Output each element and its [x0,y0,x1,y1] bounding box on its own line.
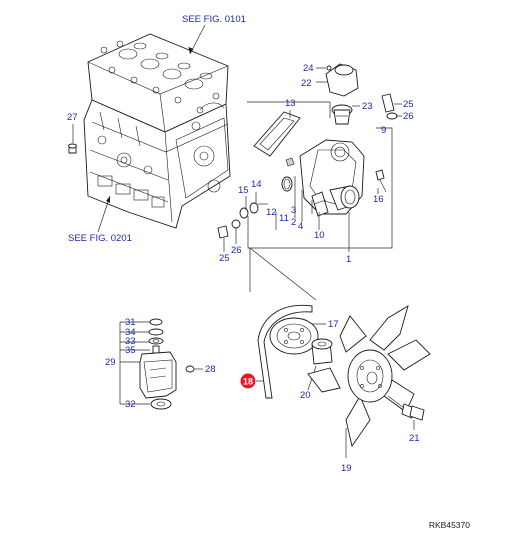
callout-32[interactable]: 32 [125,399,136,410]
callout-19[interactable]: 19 [341,463,352,474]
callout-20[interactable]: 20 [300,390,311,401]
highlighted-callout-18[interactable]: 18 [240,373,265,389]
callout-25-drain[interactable]: 25 [219,253,230,264]
callout-35[interactable]: 35 [125,345,136,356]
callout-33[interactable]: 33 [125,336,136,347]
water-pump-assembly-illustration [217,63,402,252]
callout-27[interactable]: 27 [67,112,78,123]
callout-11[interactable]: 11 [279,213,289,224]
callout-21[interactable]: 21 [409,433,420,444]
figure-reference-head: SEE FIG. 0101 [182,14,246,55]
see-fig-0201-label[interactable]: SEE FIG. 0201 [68,233,132,244]
callout-28[interactable]: 28 [205,364,216,375]
callout-4[interactable]: 4 [298,221,303,232]
callout-24[interactable]: 24 [303,63,314,74]
callout-16[interactable]: 16 [373,194,384,205]
callout-2[interactable]: 2 [291,217,296,228]
part-27-plug: 27 [67,112,78,154]
callout-3[interactable]: 3 [291,205,296,216]
callout-18[interactable]: 18 [243,377,253,387]
see-fig-0101-label[interactable]: SEE FIG. 0101 [182,14,246,25]
bracket-assembly-illustration [119,318,203,410]
callout-22[interactable]: 22 [301,78,312,89]
fan-belt-assembly-illustration [249,247,431,458]
callout-31[interactable]: 31 [125,317,136,328]
figure-reference-block: SEE FIG. 0201 [68,195,132,244]
callout-26-sender[interactable]: 26 [403,111,414,122]
callout-10[interactable]: 10 [314,230,325,241]
callout-34[interactable]: 34 [125,327,136,338]
callout-15[interactable]: 15 [238,185,249,196]
callout-17[interactable]: 17 [328,319,339,330]
callout-1[interactable]: 1 [346,254,351,265]
callout-26-drain[interactable]: 26 [231,245,242,256]
callout-12[interactable]: 12 [266,207,277,218]
engine-block-illustration [83,33,231,229]
callout-29[interactable]: 29 [105,357,116,368]
callout-9[interactable]: 9 [381,125,386,136]
callout-23[interactable]: 23 [362,101,373,112]
callout-14[interactable]: 14 [251,179,262,190]
callout-13[interactable]: 13 [285,98,296,109]
callout-labels: 1 2 3 4 9 10 11 12 13 14 15 16 17 19 20 … [105,63,420,474]
callout-25-sender[interactable]: 25 [403,99,414,110]
diagram-code-label: RKB45370 [429,520,470,530]
